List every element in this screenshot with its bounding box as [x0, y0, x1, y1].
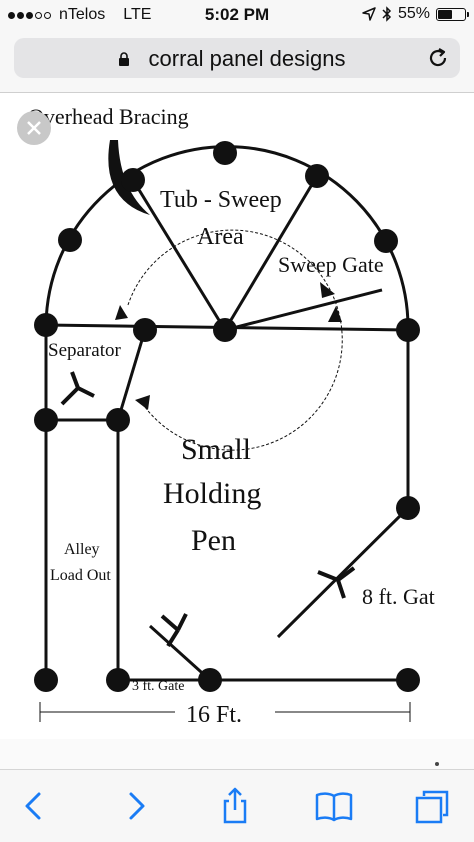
- url-text[interactable]: corral panel designs: [148, 46, 346, 71]
- more-options-icon[interactable]: [433, 761, 441, 769]
- share-icon: [223, 787, 247, 824]
- back-button[interactable]: [12, 784, 56, 828]
- corral-diagram: Overhead Bracing Tub - Sweep Area Sweep …: [28, 104, 435, 728]
- carrier-name: nTelos: [59, 6, 106, 23]
- browser-toolbar: [0, 769, 474, 842]
- address-bar[interactable]: corral panel designs: [14, 38, 460, 78]
- lock-icon: [119, 52, 129, 66]
- label-16-ft: 16 Ft.: [186, 702, 242, 728]
- label-small: Small: [181, 433, 251, 466]
- chevron-right-icon: [129, 792, 145, 820]
- bracing-mark: [108, 140, 150, 215]
- tabs-icon: [415, 790, 449, 824]
- tabs-button[interactable]: [410, 784, 454, 828]
- label-3ft-gate: 3 ft. Gate: [132, 679, 184, 694]
- signal-dot: [44, 11, 51, 19]
- location-arrow-icon: [362, 7, 376, 21]
- label-alley: Alley: [64, 541, 100, 558]
- label-tub-sweep: Tub - Sweep: [160, 187, 282, 213]
- label-pen: Pen: [191, 524, 236, 557]
- forward-button[interactable]: [114, 784, 158, 828]
- page-content-below: [0, 739, 474, 769]
- signal-strength-icon: [8, 11, 51, 19]
- share-button[interactable]: [213, 784, 257, 828]
- network-type: LTE: [123, 6, 152, 23]
- signal-dot: [8, 11, 15, 19]
- signal-dot: [17, 11, 24, 19]
- close-image-button[interactable]: [17, 111, 51, 145]
- label-sweep-gate: Sweep Gate: [278, 252, 384, 277]
- battery-level-fill: [438, 9, 452, 19]
- address-bar-divider: [0, 92, 474, 93]
- chevron-left-icon: [25, 792, 41, 820]
- reload-icon[interactable]: [426, 46, 450, 70]
- label-area: Area: [197, 224, 244, 250]
- status-bar: nTelos LTE 5:02 PM 55%: [0, 0, 474, 32]
- label-overhead-bracing: Overhead Bracing: [28, 104, 189, 129]
- label-holding: Holding: [163, 477, 261, 510]
- close-icon: [27, 121, 41, 135]
- battery-percent: 55%: [397, 5, 430, 22]
- label-8ft-gate: 8 ft. Gat: [362, 584, 435, 609]
- image-viewer: Overhead Bracing Tub - Sweep Area Sweep …: [0, 93, 474, 739]
- signal-dot: [26, 11, 33, 19]
- battery-icon: [436, 7, 469, 21]
- book-icon: [315, 792, 353, 822]
- label-separator: Separator: [48, 340, 121, 361]
- bluetooth-icon: [382, 6, 392, 22]
- label-load-out: Load Out: [50, 567, 111, 584]
- signal-dot: [35, 11, 42, 19]
- bookmarks-button[interactable]: [312, 784, 356, 828]
- clock: 5:02 PM: [204, 5, 270, 24]
- posts: [34, 141, 420, 692]
